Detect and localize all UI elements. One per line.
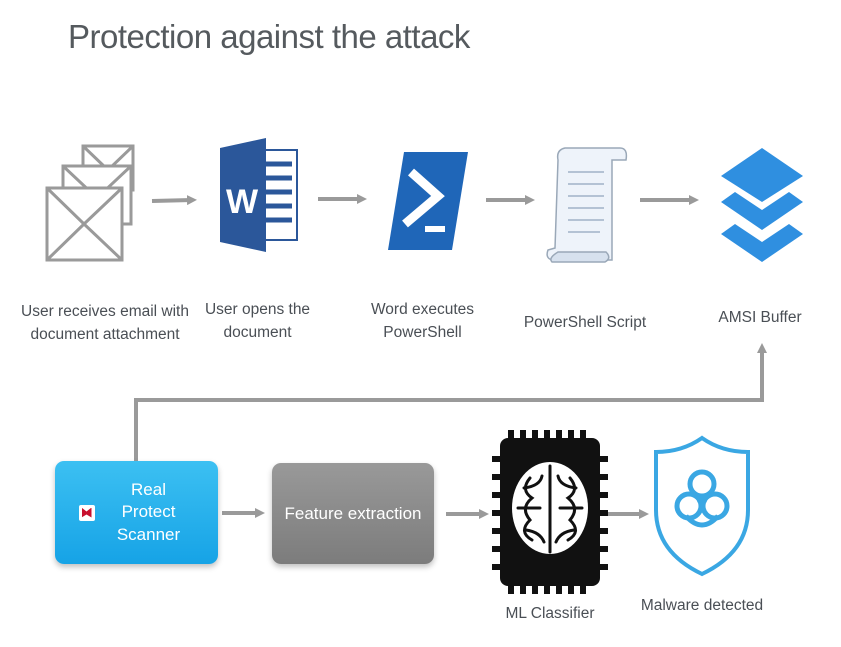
feedback-connector bbox=[134, 343, 767, 461]
powershell-icon bbox=[388, 152, 468, 250]
word-letter: W bbox=[226, 183, 259, 221]
script-scroll-icon bbox=[546, 147, 628, 263]
caption-word: User opens the document bbox=[204, 301, 311, 342]
caption-ml: ML Classifier bbox=[505, 605, 595, 622]
layers-icon bbox=[721, 148, 803, 262]
feature-extraction-box[interactable]: Feature extraction bbox=[272, 463, 434, 564]
word-icon: W bbox=[220, 138, 298, 252]
caption-malware: Malware detected bbox=[640, 597, 764, 614]
scanner-label: Real Protect Scanner bbox=[116, 480, 181, 544]
caption-amsi: AMSI Buffer bbox=[718, 309, 802, 326]
ml-chip-brain-icon bbox=[492, 430, 608, 594]
feature-label: Feature extraction bbox=[284, 503, 422, 523]
mcafee-shield-icon bbox=[78, 504, 95, 521]
email-stack-icon bbox=[45, 144, 135, 262]
caption-script: PowerShell Script bbox=[523, 314, 647, 331]
real-protect-scanner-box[interactable]: Real Protect Scanner bbox=[55, 461, 218, 564]
caption-powershell: Word executes PowerShell bbox=[370, 301, 475, 342]
shield-biohazard-icon bbox=[654, 435, 750, 577]
page-title: Protection against the attack bbox=[68, 18, 470, 55]
caption-email: User receives email with document attach… bbox=[21, 303, 189, 344]
top-arrows bbox=[151, 194, 699, 206]
